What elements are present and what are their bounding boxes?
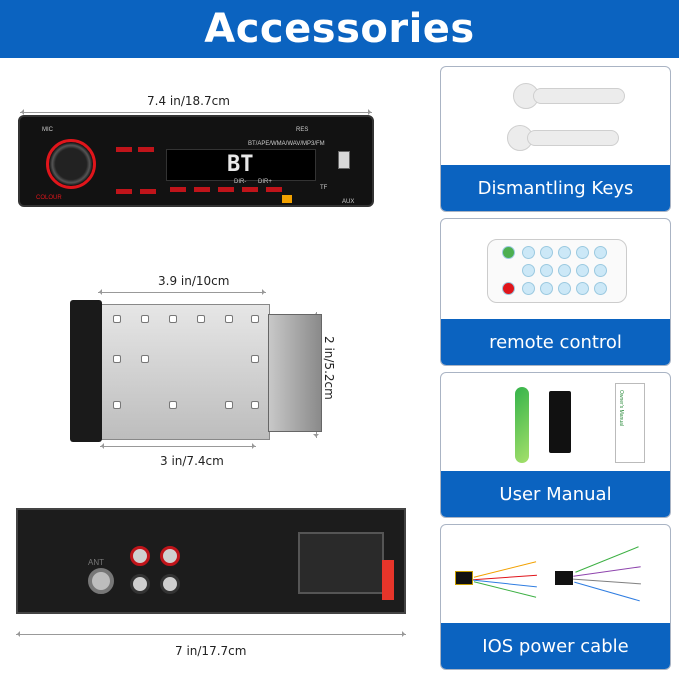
card-label: User Manual [441, 471, 670, 517]
volume-knob [46, 139, 96, 189]
red-button-3 [116, 189, 132, 194]
back-panel: ANT [16, 508, 406, 614]
rca-white-2 [160, 574, 180, 594]
back-width-label: 7 in/17.7cm [175, 644, 247, 658]
iso-connector [298, 532, 384, 594]
red-button-1 [116, 147, 132, 152]
dir-minus-label: DIR- [234, 179, 247, 185]
preset-button-5 [266, 187, 282, 192]
user-manual-icon: Owner's Manual [441, 373, 670, 473]
card-label: remote control [441, 319, 670, 365]
colour-label: COLOUR [36, 195, 62, 201]
ant-label: ANT [88, 558, 104, 567]
chassis-side-view [70, 300, 322, 442]
rca-right-top-2 [160, 546, 180, 566]
chassis-top-label: 3.9 in/10cm [158, 274, 230, 288]
lcd-display: BT [166, 149, 316, 181]
metal-cage [100, 304, 270, 440]
card-remote-control: remote control [440, 218, 671, 366]
front-width-arrow [20, 109, 372, 115]
card-user-manual: Owner's Manual User Manual [440, 372, 671, 518]
manual-cover-text: Owner's Manual [618, 390, 624, 426]
display-text: BT [227, 152, 254, 177]
rca-right-top [130, 546, 150, 566]
tf-label: TF [320, 185, 328, 191]
fuse [382, 560, 394, 600]
dismantling-keys-icon [441, 67, 670, 167]
chassis-face [70, 300, 102, 442]
preset-button-4 [242, 187, 258, 192]
chassis-height-label: 2 in/5.2cm [322, 336, 336, 400]
red-button-4 [140, 189, 156, 194]
remote-control-icon [441, 219, 670, 319]
mic-label: MIC [42, 127, 53, 133]
card-label: IOS power cable [441, 623, 670, 669]
res-label: RES [296, 127, 309, 133]
preset-button-1 [170, 187, 186, 192]
chassis-bottom-arrow [100, 443, 256, 449]
usb-port-indicator [282, 195, 292, 203]
red-button-2 [138, 147, 154, 152]
chassis-top-arrow [98, 289, 266, 295]
antenna-port [88, 568, 114, 594]
usb-port [338, 151, 350, 169]
card-dismantling-keys: Dismantling Keys [440, 66, 671, 212]
dir-plus-label: DIR+ [258, 179, 272, 185]
card-label: Dismantling Keys [441, 165, 670, 211]
preset-button-2 [194, 187, 210, 192]
aux-label: AUX [342, 199, 355, 205]
chassis-bottom-label: 3 in/7.4cm [160, 454, 224, 468]
rca-white-1 [130, 574, 150, 594]
accessories-banner: Accessories [0, 0, 679, 58]
preset-button-3 [218, 187, 234, 192]
chassis-rear [268, 314, 322, 432]
card-power-cable: IOS power cable [440, 524, 671, 670]
banner-title: Accessories [204, 6, 475, 52]
display-modes-label: BT/APE/WMA/WAV/MP3/FM [248, 141, 325, 147]
back-width-arrow [16, 631, 406, 637]
front-width-label: 7.4 in/18.7cm [147, 94, 230, 108]
power-cable-icon [441, 525, 670, 625]
radio-front-panel: MIC RES COLOUR BT/APE/WMA/WAV/MP3/FM BT … [18, 115, 374, 207]
